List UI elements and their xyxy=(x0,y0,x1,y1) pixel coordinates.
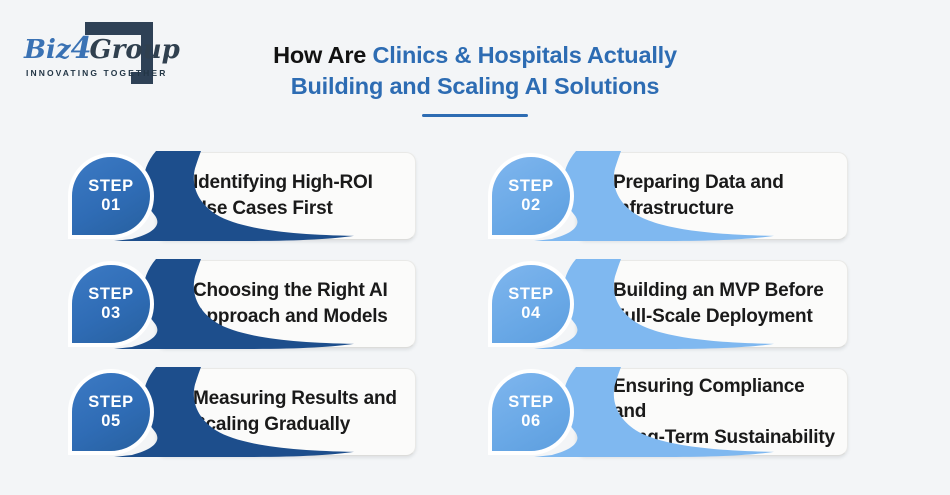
step-card-5: Measuring Results and Scaling Gradually … xyxy=(62,367,416,457)
step-number: 01 xyxy=(101,196,121,214)
step-card-3: Choosing the Right AI Approach and Model… xyxy=(62,259,416,349)
step-number: 02 xyxy=(521,196,541,214)
brand-name: Biz4Group xyxy=(24,34,180,64)
step-badge: STEP 01 xyxy=(68,153,154,239)
brand-digit: 4 xyxy=(70,31,92,66)
step-badge: STEP 02 xyxy=(488,153,574,239)
step-card-body: Building an MVP Before Full-Scale Deploy… xyxy=(576,260,848,348)
step-title: Building an MVP Before Full-Scale Deploy… xyxy=(613,280,824,327)
title-highlight: Clinics & Hospitals Actually xyxy=(372,42,678,68)
brand-prefix: Biz xyxy=(24,35,71,65)
step-label: STEP xyxy=(88,284,134,303)
step-number: 03 xyxy=(101,304,121,322)
step-label: STEP xyxy=(88,176,134,195)
step-number: 05 xyxy=(101,412,121,430)
step-card-2: Preparing Data and Infrastructure STEP 0… xyxy=(482,151,848,241)
title-prefix: How Are xyxy=(273,42,373,68)
step-card-1: Identifying High-ROI Use Cases First STE… xyxy=(62,151,416,241)
step-number: 06 xyxy=(521,412,541,430)
title-line-2: Building and Scaling AI Solutions xyxy=(290,73,660,99)
step-title: Identifying High-ROI Use Cases First xyxy=(193,172,373,219)
brand-suffix: Group xyxy=(89,35,180,65)
step-card-body: Measuring Results and Scaling Gradually xyxy=(156,368,416,456)
step-title: Measuring Results and Scaling Gradually xyxy=(193,388,397,435)
step-label: STEP xyxy=(508,392,554,411)
step-badge: STEP 04 xyxy=(488,261,574,347)
title-underline xyxy=(422,114,528,117)
brand-tagline: INNOVATING TOGETHER xyxy=(26,68,168,78)
step-card-body: Identifying High-ROI Use Cases First xyxy=(156,152,416,240)
step-card-body: Choosing the Right AI Approach and Model… xyxy=(156,260,416,348)
biz4group-logo: Biz4Group INNOVATING TOGETHER xyxy=(20,8,180,94)
title-line-1: How Are Clinics & Hospitals Actually xyxy=(0,40,950,71)
step-title: Ensuring Compliance and Long-Term Sustai… xyxy=(613,375,835,448)
step-card-4: Building an MVP Before Full-Scale Deploy… xyxy=(482,259,848,349)
step-badge: STEP 05 xyxy=(68,369,154,455)
step-card-6: Ensuring Compliance and Long-Term Sustai… xyxy=(482,367,848,457)
step-badge: STEP 06 xyxy=(488,369,574,455)
step-label: STEP xyxy=(508,284,554,303)
step-card-body: Ensuring Compliance and Long-Term Sustai… xyxy=(576,368,848,456)
page-title: How Are Clinics & Hospitals Actually Bui… xyxy=(0,40,950,102)
logo-mark-icon xyxy=(85,22,153,84)
step-card-body: Preparing Data and Infrastructure xyxy=(576,152,848,240)
step-label: STEP xyxy=(508,176,554,195)
step-number: 04 xyxy=(521,304,541,322)
step-badge: STEP 03 xyxy=(68,261,154,347)
step-title: Preparing Data and Infrastructure xyxy=(613,172,784,219)
step-title: Choosing the Right AI Approach and Model… xyxy=(193,280,388,327)
step-label: STEP xyxy=(88,392,134,411)
